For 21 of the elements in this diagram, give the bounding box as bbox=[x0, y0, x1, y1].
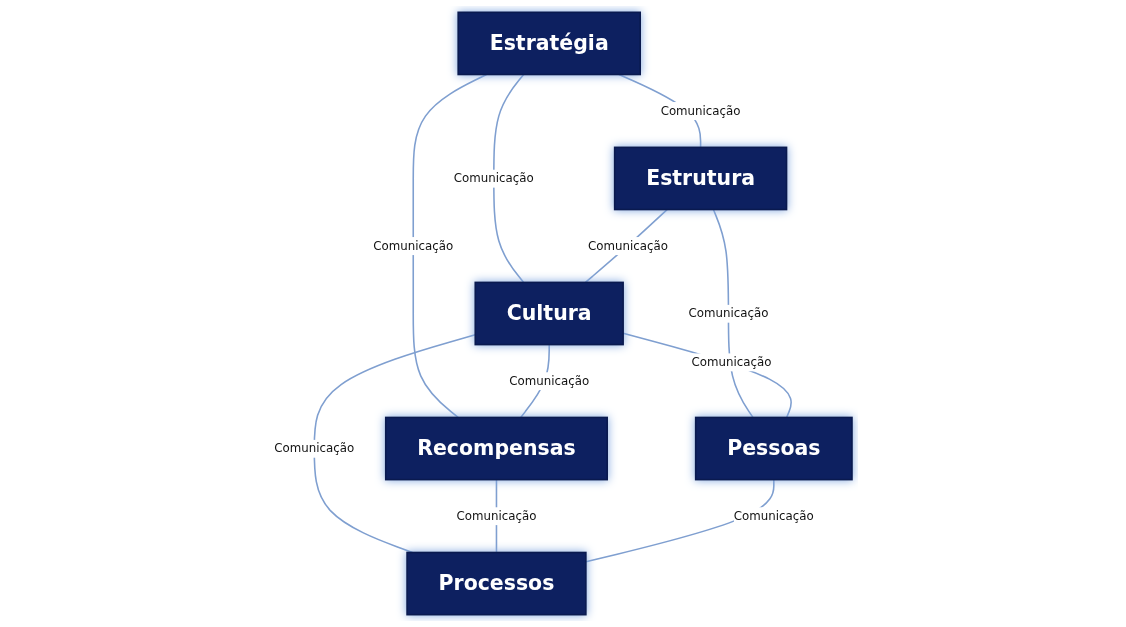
node-box: Estratégia bbox=[457, 11, 641, 76]
edge-label: Comunicação bbox=[274, 441, 355, 456]
node-box: Estrutura bbox=[613, 146, 788, 211]
edge-label: Comunicação bbox=[660, 103, 741, 118]
connector bbox=[492, 73, 525, 284]
edge-label: Comunicação bbox=[509, 373, 589, 388]
edge-label: Comunicação bbox=[688, 306, 769, 321]
connector bbox=[412, 73, 488, 419]
node-box: Cultura bbox=[474, 281, 624, 346]
connector bbox=[622, 332, 792, 419]
edge-label: Comunicação bbox=[373, 238, 454, 253]
edge-label: Comunicação bbox=[587, 238, 668, 253]
edge-label: Comunicação bbox=[691, 354, 772, 370]
edge-label: Comunicação bbox=[733, 508, 814, 523]
connector bbox=[313, 333, 476, 554]
edge-label: Comunicação bbox=[453, 171, 534, 186]
node-box: Processos bbox=[406, 551, 587, 616]
node-box: Recompensas bbox=[384, 416, 608, 481]
connector bbox=[584, 208, 668, 284]
node-box: Pessoas bbox=[694, 416, 853, 481]
edge-label: Comunicação bbox=[456, 508, 537, 523]
